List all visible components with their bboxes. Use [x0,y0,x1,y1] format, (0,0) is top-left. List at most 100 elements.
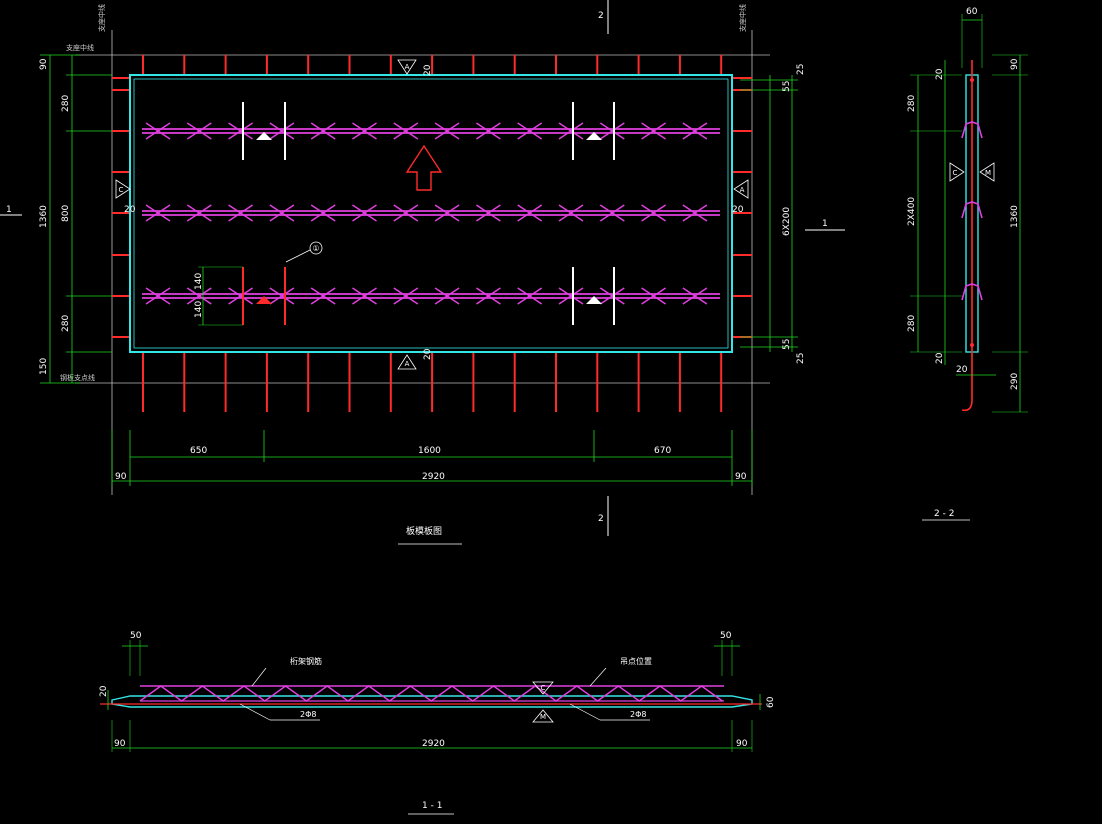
dim-text: 1360 [1010,205,1020,228]
dim-text: 2920 [422,739,445,749]
dim-text: 280 [61,95,71,112]
view-marker-triangle [115,179,131,199]
truss-web [310,287,336,305]
dim-text: 90 [39,58,49,70]
section-cut-label-bottom: 2 [598,514,604,524]
dim-text: 50 [720,631,732,641]
slab-inner-outline [133,78,729,349]
marker-label: A [405,63,410,71]
truss-web [228,122,254,140]
dim-text: 90 [1010,58,1020,70]
corner-label-top-right: 支座中线 [738,4,747,32]
support-label-bottom: 钢板支点线 [60,373,95,382]
support-label-top: 支座中线 [66,43,94,52]
marker-label: A [405,360,410,368]
truss-section [961,283,983,301]
dim-text: 1360 [39,205,49,228]
view-marker-triangle [532,681,554,695]
marker-label: C [953,169,958,177]
direction-arrow-icon [405,144,443,191]
dim-text: 800 [61,205,71,222]
dim-text: 20 [124,205,136,215]
truss-web [269,287,295,305]
dim-text: 150 [39,358,49,375]
truss-web [599,122,625,140]
section-1-1-view: C M 桁架钢筋 吊点位置 2Φ8 2Φ8 50 50 20 60 90 90 … [99,631,776,815]
truss-web [393,122,419,140]
truss-web [434,122,460,140]
slab-outline [129,74,733,353]
view-marker-triangle [949,162,965,182]
leader-line [589,667,607,687]
truss-web [475,287,501,305]
dim-text: 90 [114,739,126,749]
section-2-2-view: C M 60 20 280 2X400 280 20 90 1360 290 2… [907,7,1028,521]
section-slab [111,695,753,708]
truss-web [228,204,254,222]
dim-text: 2920 [422,472,445,482]
dim-text: 20 [935,352,945,364]
bar-label-left: 2Φ8 [300,710,316,719]
view-marker-triangle [733,179,749,199]
plan-view: ① A A C A 1 1 2 2 支座中线 钢板支点线 支座中线 支座中线 板… [0,0,845,545]
marker-label: M [985,169,991,177]
dim-text: 20 [935,68,945,80]
lifting-points [242,102,615,325]
dim-text: 280 [907,95,917,112]
dim-text: 60 [966,7,978,17]
dim-text: 280 [61,315,71,332]
truss-web [352,204,377,222]
truss-web [517,204,543,222]
marker-label: A [740,186,745,194]
corner-label-top-left: 支座中线 [97,4,106,32]
view-marker-triangle [979,162,995,182]
truss-web [269,122,295,140]
callout-number: ① [312,244,319,253]
bar-label-right: 2Φ8 [630,710,646,719]
plan-title: 板模板图 [406,525,442,537]
truss-web [393,287,419,305]
dim-text: 25 [796,64,806,75]
truss-web [393,204,419,222]
dim-text: 140 [194,301,204,318]
marker-label: M [540,713,546,721]
truss-web [310,122,336,140]
dim-text: 20 [423,348,433,360]
section-2-2-title: 2 - 2 [934,509,954,519]
truss-web [517,287,543,305]
section-cut-label-left: 1 [6,205,12,215]
truss-section [961,121,983,139]
marker-label: C [119,186,124,194]
section-cut-label-right: 1 [822,219,828,229]
dim-text: 290 [1010,373,1020,390]
truss-web [352,287,377,305]
truss-web [145,122,171,140]
dim-text: 60 [766,696,776,708]
lift-point-marker [586,296,602,304]
plan-truss-bars [142,122,720,305]
section-1-1-title: 1 - 1 [422,801,442,811]
dim-text: 670 [654,446,671,456]
section-cut-label-top: 2 [598,11,604,21]
dim-text: 20 [956,365,968,375]
rebar-dot [970,343,974,347]
truss-web [641,287,667,305]
leader-line [251,667,267,687]
truss-web [310,204,336,222]
callout-circle [309,241,323,255]
truss-web [558,122,584,140]
dim-text: 6X200 [782,207,792,236]
view-marker-triangle [397,354,417,370]
truss-section [961,201,983,219]
view-marker-triangle [397,59,417,75]
dim-text: 50 [130,631,142,641]
truss-web [145,287,171,305]
callout-leader [285,249,311,263]
dim-text: 140 [194,273,204,290]
marker-label: C [541,684,546,692]
dim-text: 90 [735,472,747,482]
truss-web [434,204,460,222]
dim-text: 90 [115,472,127,482]
